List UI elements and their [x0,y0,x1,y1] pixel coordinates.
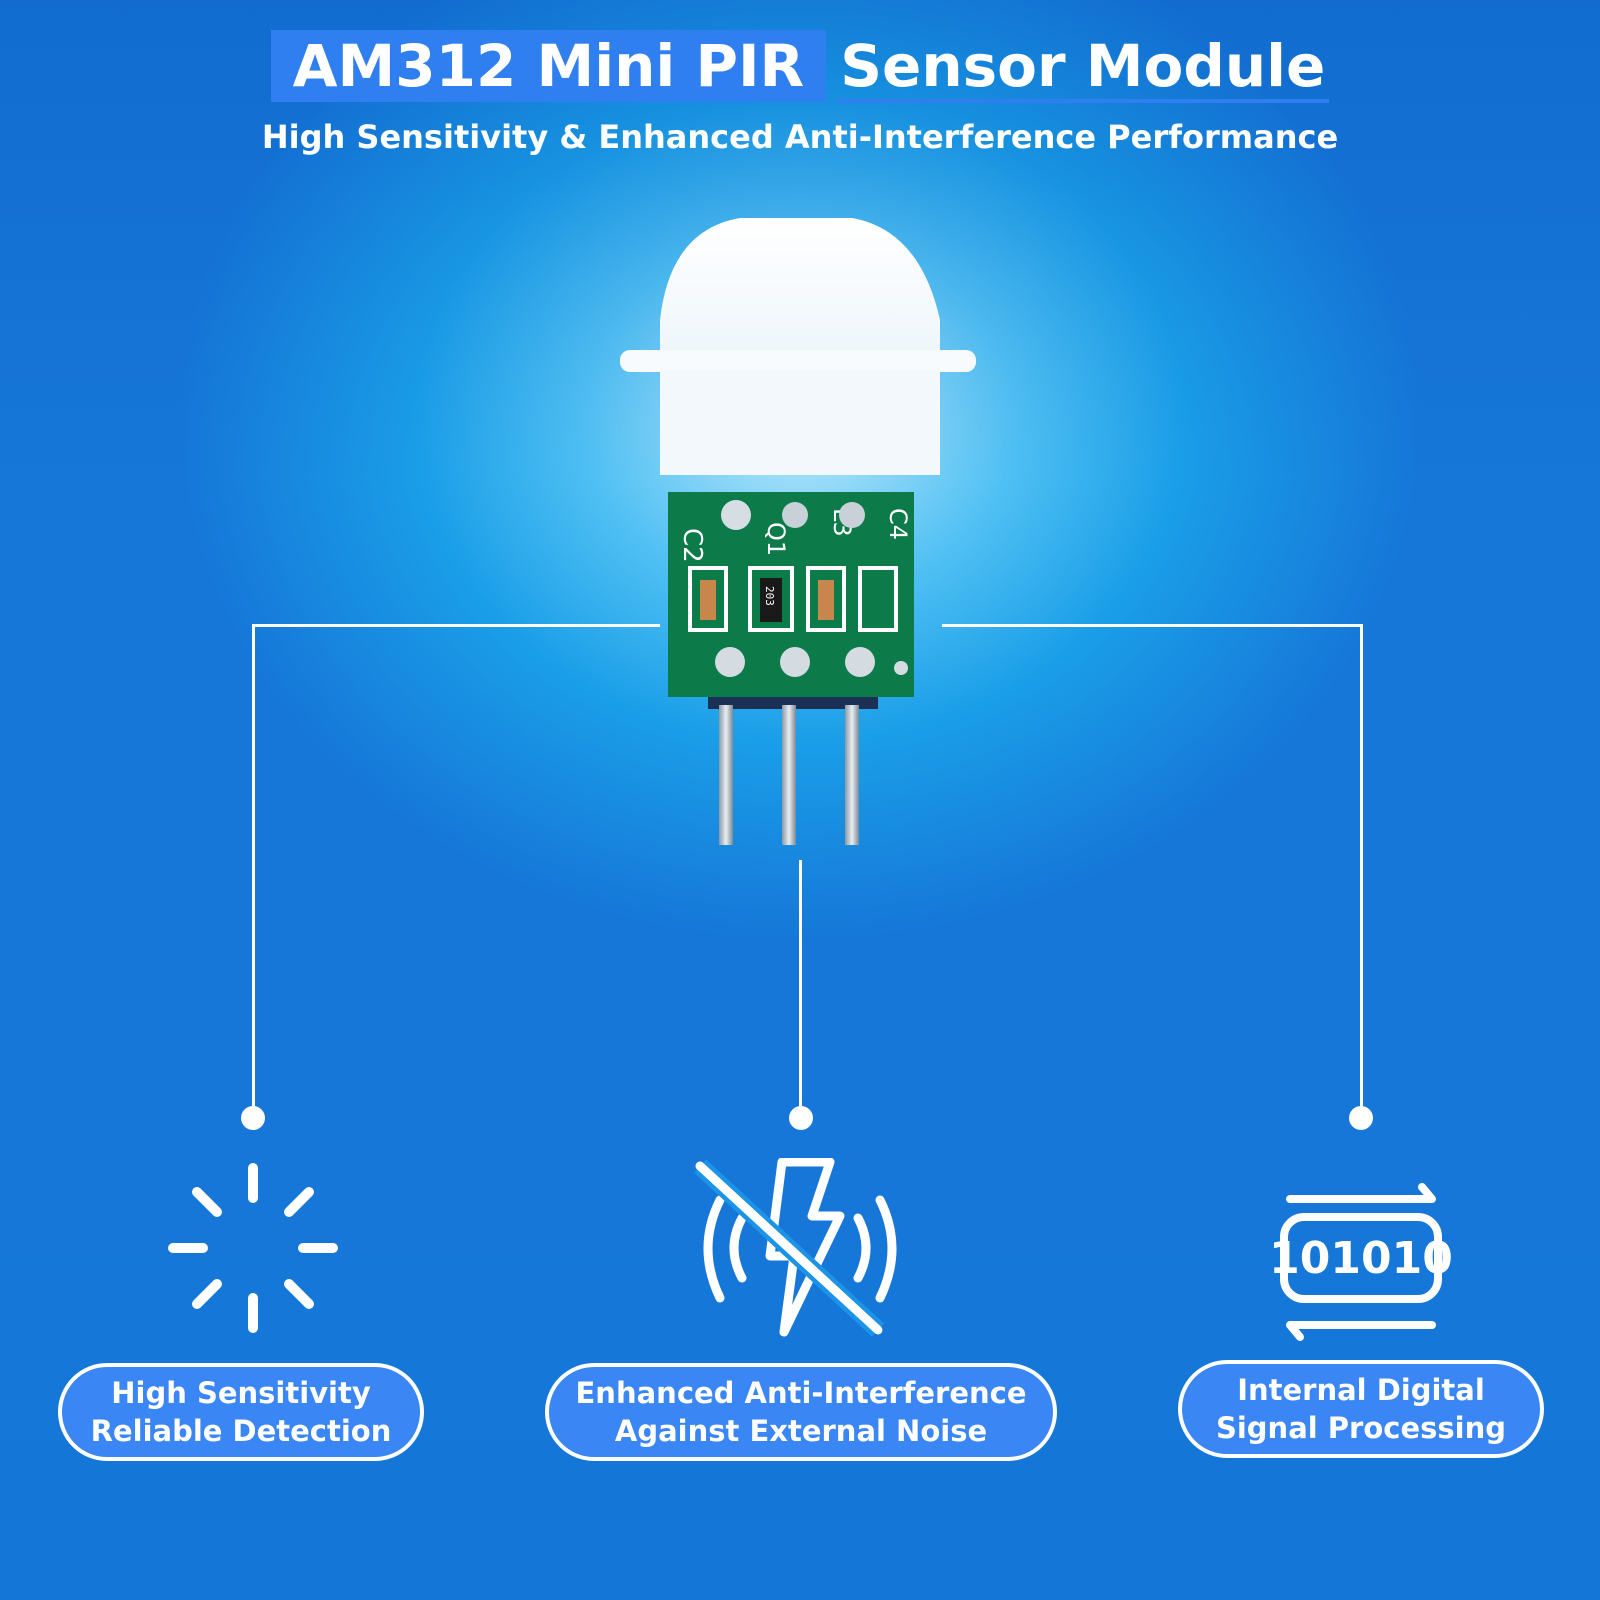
dome-lens [660,218,940,356]
binary-text: 101010 [1272,1233,1452,1284]
pcb-label-c4: C4 [884,508,912,540]
connector-dot-left [241,1106,265,1130]
pin-2 [782,705,796,845]
connector-dot-right [1349,1106,1373,1130]
connector-dot-center [789,1106,813,1130]
feature-pill-sensitivity: High Sensitivity Reliable Detection [58,1363,424,1461]
feature-pill-anti-interference: Enhanced Anti-Interference Against Exter… [545,1363,1057,1461]
pin-3 [845,705,859,845]
digital-signal-icon: 101010 [1272,1183,1452,1341]
page-subtitle: High Sensitivity & Enhanced Anti-Interfe… [261,118,1339,156]
title-rest: Sensor Module [836,33,1330,103]
feature-3-line-1: Internal Digital [1237,1373,1485,1407]
no-lightning-interference-icon [693,1158,897,1337]
feature-pill-digital-processing: Internal Digital Signal Processing [1178,1360,1544,1458]
pir-sensor-image: C2 Q1 L3 C4 203 [620,218,976,845]
connector-line-right-vertical [1360,624,1363,1118]
pin-1 [719,705,733,845]
connector-line-left-horizontal [252,624,660,627]
feature-3-line-2: Signal Processing [1215,1411,1507,1445]
pcb-label-c2: C2 [677,528,707,563]
connector-line-left-vertical [252,624,255,1118]
pcb-label-q1: Q1 [762,522,790,556]
dome-rim [620,350,976,372]
title-highlight: AM312 Mini PIR [270,30,827,102]
sparkle-icon [168,1163,338,1333]
connector-line-center-vertical [799,860,802,1118]
feature-2-line-2: Against External Noise [614,1414,988,1448]
resistor-code: 203 [763,586,776,606]
feature-2-line-1: Enhanced Anti-Interference [575,1376,1027,1410]
dome-base [660,370,940,475]
feature-1-line-2: Reliable Detection [90,1414,392,1448]
connector-line-right-horizontal [942,624,1363,627]
feature-1-line-1: High Sensitivity [111,1376,371,1410]
